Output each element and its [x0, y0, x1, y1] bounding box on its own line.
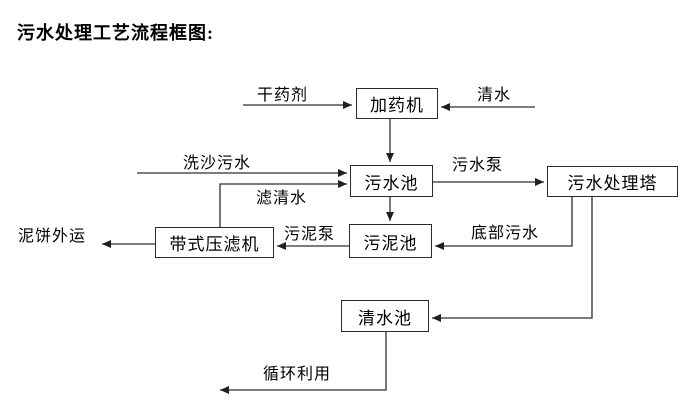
arrow-recycling-out — [220, 332, 387, 394]
node-clean-water-pool: 清水池 — [341, 300, 429, 332]
diagram-title: 污水处理工艺流程框图: — [17, 23, 214, 43]
arrow-filtered-water-to-sewage-pool — [219, 180, 347, 227]
node-belt-filter-press: 带式压滤机 — [155, 227, 274, 258]
flow-label-sewage-pump: 污水泵 — [452, 157, 504, 174]
flow-label-mud-cake-transport: 泥饼外运 — [18, 228, 87, 245]
flow-label-clean-water: 清水 — [477, 87, 512, 104]
arrow-tower-to-clean-water-pool — [432, 197, 593, 322]
node-sewage-pool: 污水池 — [350, 165, 433, 197]
flow-label-sludge-pump: 污泥泵 — [284, 226, 336, 243]
node-dosing-machine: 加药机 — [356, 88, 438, 119]
node-sewage-treatment-tower: 污水处理塔 — [547, 166, 678, 197]
flow-label-bottom-sewage: 底部污水 — [471, 225, 540, 242]
flow-label-dry-chemical: 干药剂 — [257, 87, 309, 104]
node-sludge-pool: 污泥池 — [349, 224, 432, 258]
arrow-bottom-sewage-to-sludge-pool — [435, 197, 573, 250]
flow-label-recycling: 循环利用 — [263, 366, 332, 383]
flow-label-sand-washing-sewage: 洗沙污水 — [183, 155, 252, 172]
flow-label-filtered-water: 滤清水 — [256, 190, 308, 207]
